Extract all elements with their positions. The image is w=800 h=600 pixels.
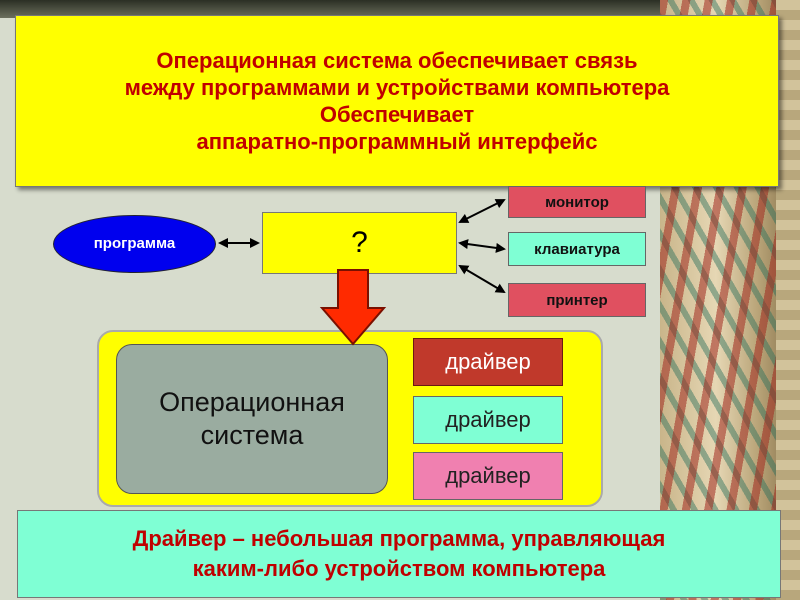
device-printer-label: принтер — [546, 291, 608, 309]
driver-label-3: драйвер — [445, 463, 531, 488]
operating-system-box: Операционная система — [116, 344, 388, 494]
question-mark: ? — [351, 226, 368, 259]
down-arrow-icon — [319, 269, 387, 346]
program-label: программа — [93, 235, 176, 252]
device-monitor: монитор — [508, 186, 646, 218]
driver-definition-banner: Драйвер – небольшая программа, управляющ… — [17, 510, 781, 598]
os-label-line-2: система — [200, 420, 304, 450]
banner-line-1: Операционная система обеспечивает связь — [156, 48, 638, 73]
decorative-stripe — [776, 0, 800, 600]
driver-label-1: драйвер — [445, 349, 531, 374]
driver-box-3: драйвер — [413, 452, 563, 500]
banner-line-2: между программами и устройствами компьют… — [124, 75, 670, 100]
bottom-line-1: Драйвер – небольшая программа, управляющ… — [132, 526, 666, 551]
device-keyboard-label: клавиатура — [534, 240, 620, 258]
driver-label-2: драйвер — [445, 407, 531, 432]
monitor-link-arrow — [458, 199, 506, 223]
os-definition-banner: Операционная система обеспечивает связь … — [15, 15, 779, 187]
device-printer: принтер — [508, 283, 646, 317]
device-keyboard: клавиатура — [508, 232, 646, 266]
title-bar-background — [0, 0, 800, 18]
banner-line-4: аппаратно-программный интерфейс — [196, 129, 598, 154]
driver-box-1: драйвер — [413, 338, 563, 386]
os-label-line-1: Операционная — [159, 387, 345, 417]
bottom-line-2: каким-либо устройством компьютера — [192, 556, 606, 581]
unknown-interface-box: ? — [262, 212, 457, 274]
driver-box-2: драйвер — [413, 396, 563, 444]
program-node: программа — [53, 215, 216, 273]
printer-link-arrow — [458, 264, 506, 294]
keyboard-link-arrow — [458, 239, 506, 253]
banner-line-3: Обеспечивает — [319, 102, 475, 127]
device-monitor-label: монитор — [545, 193, 609, 211]
